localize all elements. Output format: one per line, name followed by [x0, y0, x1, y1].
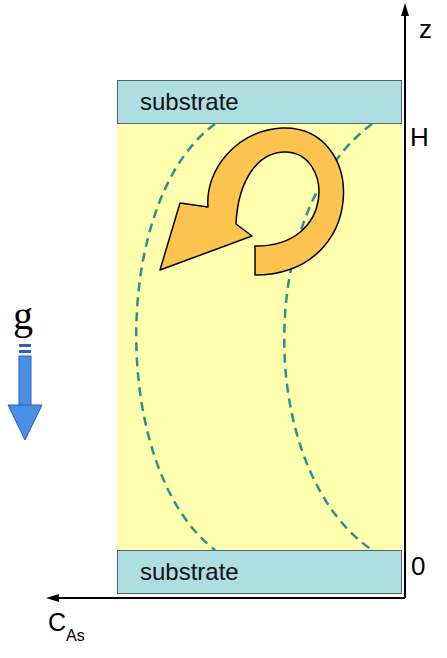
gravity-label: g: [13, 296, 33, 336]
substrate-plate: substrate: [117, 550, 402, 594]
axis-label: z: [419, 16, 432, 42]
plate-label: substrate: [140, 88, 239, 116]
melt-region: [117, 122, 402, 552]
axis-tick-label: H: [410, 124, 429, 150]
substrate-plate: substrate: [117, 80, 402, 124]
axis-label-subscript: As: [66, 628, 85, 644]
axis-label: C: [48, 610, 66, 635]
axis-tick-label: 0: [411, 553, 425, 579]
gravity-arrow: [8, 344, 42, 440]
plate-label: substrate: [140, 558, 239, 586]
flow-arrow: [160, 128, 343, 275]
streamline: [136, 124, 215, 550]
axes: [46, 3, 409, 602]
